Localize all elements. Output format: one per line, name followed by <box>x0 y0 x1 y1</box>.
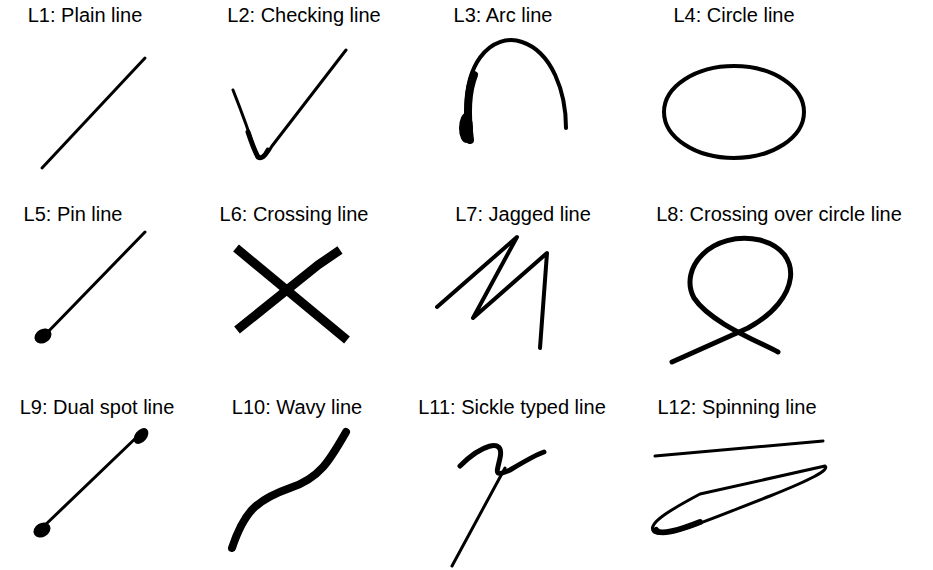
sickle-line <box>460 446 544 474</box>
line-type-label: L4: Circle line <box>673 4 794 27</box>
arc-line <box>467 40 566 140</box>
line-type-label: L7: Jagged line <box>455 203 591 226</box>
arc-spot <box>459 113 473 143</box>
spinning-line-thick <box>656 522 700 532</box>
line-type-label: L1: Plain line <box>28 4 143 27</box>
line-type-label: L9: Dual spot line <box>20 396 175 419</box>
spinning-line <box>652 466 825 534</box>
pin-line <box>44 232 145 336</box>
line-type-label: L10: Wavy line <box>232 396 362 419</box>
line-type-label: L8: Crossing over circle line <box>656 203 902 226</box>
line-type-label: L5: Pin line <box>24 203 123 226</box>
wavy-line <box>232 432 346 548</box>
pin-spot <box>32 325 55 346</box>
line-type-label: L6: Crossing line <box>220 203 369 226</box>
dual-spot <box>31 519 54 540</box>
jagged-line <box>437 237 547 348</box>
line-type-label: L3: Arc line <box>454 4 553 27</box>
line-type-label: L2: Checking line <box>227 4 380 27</box>
line-type-label: L12: Spinning line <box>657 396 816 419</box>
circle-line <box>664 66 804 158</box>
crossing-over-circle-line <box>672 238 791 362</box>
crossing-line <box>236 248 347 340</box>
dual-spot-line <box>42 434 140 528</box>
line-type-label: L11: Sickle typed line <box>418 396 606 419</box>
spinning-line <box>655 441 823 456</box>
crossing-line <box>237 250 340 330</box>
sickle-line <box>452 468 505 566</box>
dual-spot <box>131 425 152 447</box>
plain-line <box>42 58 145 168</box>
checking-line <box>233 50 346 158</box>
checking-line-tip <box>248 132 268 158</box>
